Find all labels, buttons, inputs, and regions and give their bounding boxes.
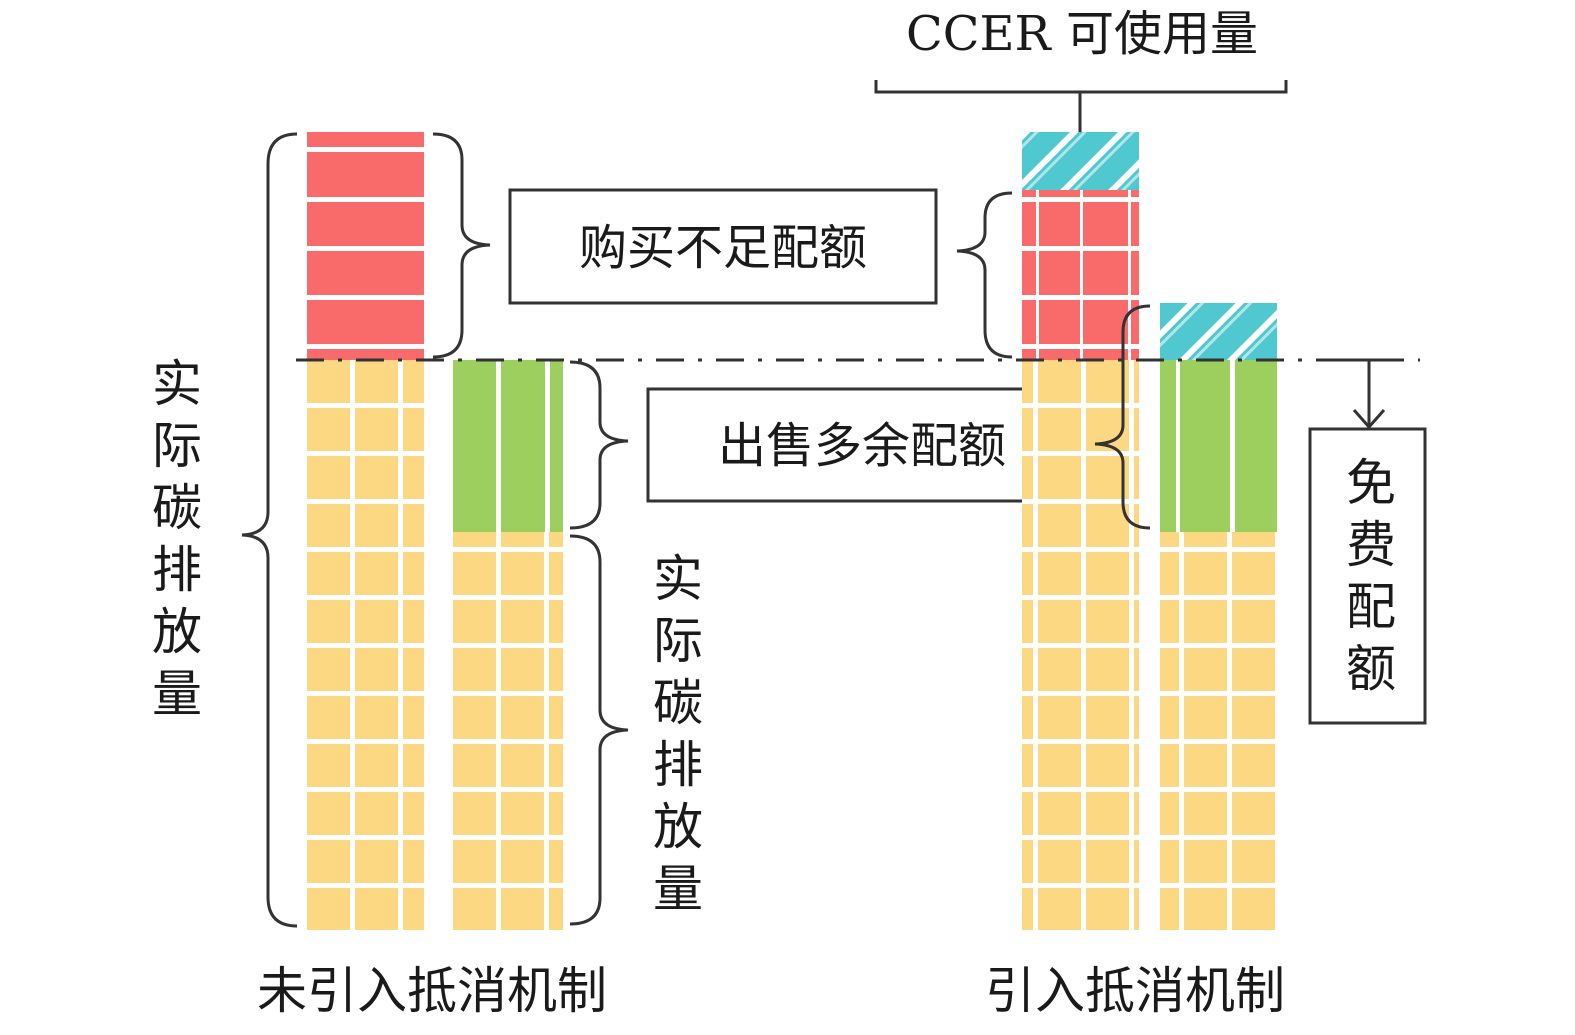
free-quota-label: 免费配额 xyxy=(1338,456,1396,704)
left-shortfall-brace xyxy=(432,132,491,359)
ccer-title: CCER 可使用量 xyxy=(906,6,1258,62)
right-shortfall-brace xyxy=(956,191,1013,359)
buy-shortfall-label: 购买不足配额 xyxy=(579,220,867,276)
right-free-quota-bar xyxy=(1160,532,1277,930)
free-quota-box xyxy=(1308,427,1427,725)
caption-right: 引入抵消机制 xyxy=(985,962,1285,1020)
sell-surplus-label: 出售多余配额 xyxy=(718,418,1006,474)
left-emission-brace xyxy=(569,534,629,926)
right-surplus-brace xyxy=(1094,304,1151,530)
left-surplus-bar xyxy=(453,360,563,532)
right-surplus-bar xyxy=(1160,360,1277,532)
actual-emission-label-left: 实际碳排放量 xyxy=(144,357,202,729)
right-group: CCER 可使用量 免费配额 引入抵消机制 xyxy=(874,6,1427,1020)
left-surplus-brace xyxy=(569,360,629,530)
caption-left: 未引入抵消机制 xyxy=(257,962,607,1020)
ccer-bracket xyxy=(874,80,1288,132)
left-group: 购买不足配额 出售多余配额 实际碳排放量 实际碳排放量 未引入抵消机制 xyxy=(144,132,1076,1020)
buy-shortfall-box xyxy=(508,188,938,305)
right-ccer-block-2 xyxy=(1160,303,1277,360)
left-shortfall-bar xyxy=(307,132,424,360)
left-free-quota-bar xyxy=(453,532,563,930)
left-emission-bar xyxy=(307,360,424,930)
right-emission-bar xyxy=(1022,360,1139,930)
free-quota-arrow xyxy=(1340,358,1398,430)
right-shortfall-bar xyxy=(1022,190,1139,360)
right-ccer-block-1 xyxy=(1022,132,1139,190)
actual-emission-label-mid: 实际碳排放量 xyxy=(645,552,703,924)
left-big-brace xyxy=(241,132,298,928)
